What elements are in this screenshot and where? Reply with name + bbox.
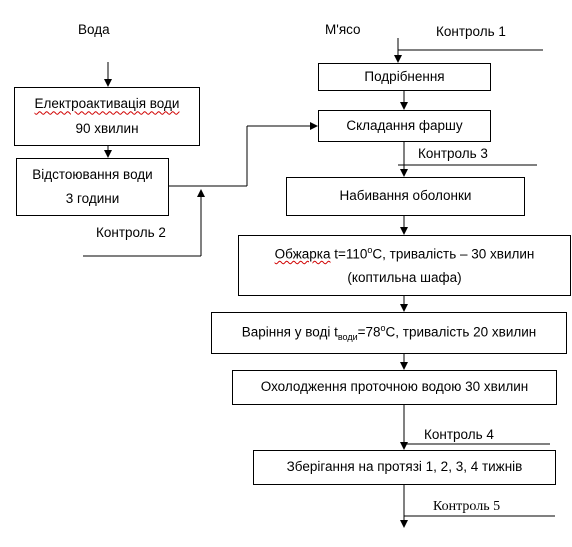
boiling-suffix: С, тривалість 20 хвилин	[385, 324, 537, 340]
boiling-prefix: Варіння у воді t	[241, 324, 338, 340]
settling-line2: 3 години	[65, 191, 120, 206]
storage-label: Зберігання на протязі 1, 2, 3, 4 тижнів	[286, 459, 523, 475]
step-stuffing: Набивання оболонки	[286, 177, 525, 216]
roasting-temp: t=110	[330, 246, 368, 262]
control-1-label: Контроль 1	[436, 24, 506, 39]
control-2-label: Контроль 2	[96, 225, 166, 240]
grinding-label: Подрібнення	[364, 68, 445, 84]
electroactivation-line1: Електроактивація води	[34, 96, 180, 112]
roasting-degree: о	[367, 244, 373, 255]
boiling-label: Варіння у воді tводи=78оС, тривалість 20…	[242, 322, 537, 343]
boiling-temp: =78	[357, 324, 381, 340]
settling-line1: Відстоювання води	[32, 166, 153, 182]
electroactivation-line2: 90 хвилин	[75, 120, 139, 136]
control-5-label: Контроль 5	[433, 499, 501, 514]
roasting-line2: (коптильна шафа)	[347, 270, 462, 286]
control-3-label: Контроль 3	[418, 146, 488, 161]
stuffing-label: Набивання оболонки	[339, 188, 472, 204]
step-water-settling: Відстоювання води 3 години	[16, 158, 169, 216]
step-cooling: Охолодження проточною водою 30 хвилин	[232, 370, 557, 405]
step-boiling: Варіння у воді tводи=78оС, тривалість 20…	[211, 312, 567, 354]
control-4-label: Контроль 4	[424, 427, 494, 442]
input-water-label: Вода	[78, 22, 110, 37]
step-water-electroactivation: Електроактивація води 90 хвилин	[14, 87, 200, 146]
step-grinding: Подрібнення	[318, 63, 491, 91]
input-meat-label: М'ясо	[325, 22, 361, 37]
cooling-label: Охолодження проточною водою 30 хвилин	[260, 379, 529, 395]
mincing-label: Складання фаршу	[346, 117, 463, 133]
step-storage: Зберігання на протязі 1, 2, 3, 4 тижнів	[253, 450, 556, 485]
boiling-sub: води	[337, 332, 358, 343]
step-mincing: Складання фаршу	[318, 110, 491, 142]
roasting-line1: Обжарка t=110оС, тривалість – 30 хвилин	[275, 244, 535, 264]
roasting-word: Обжарка	[274, 246, 331, 262]
boiling-degree: о	[380, 323, 386, 334]
step-roasting: Обжарка t=110оС, тривалість – 30 хвилин …	[238, 235, 571, 296]
roasting-duration: С, тривалість – 30 хвилин	[372, 246, 535, 262]
